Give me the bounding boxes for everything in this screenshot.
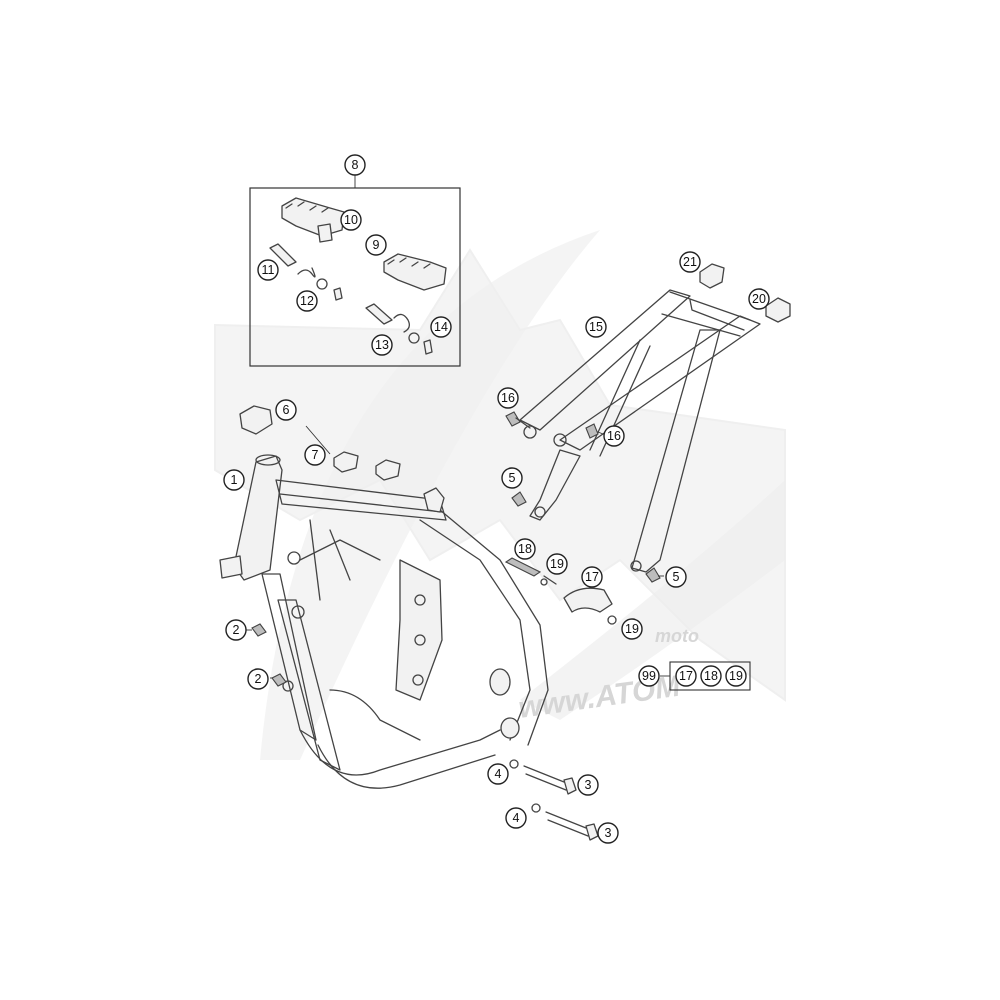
svg-text:4: 4 [513, 811, 520, 825]
svg-text:16: 16 [501, 391, 515, 405]
svg-text:99: 99 [642, 669, 656, 683]
svg-text:11: 11 [262, 263, 275, 277]
callout-16-lower: 16 [603, 425, 625, 447]
rubber-block-part [333, 451, 359, 473]
callout-4-upper: 4 [487, 763, 509, 785]
svg-text:12: 12 [300, 294, 314, 308]
svg-text:18: 18 [704, 669, 718, 683]
callout-16-upper: 16 [497, 387, 519, 409]
svg-text:19: 19 [729, 669, 743, 683]
svg-text:21: 21 [683, 255, 697, 269]
callout-3-upper: 3 [577, 774, 599, 796]
callout-5-upper: 5 [501, 467, 523, 489]
callout-18: 18 [514, 538, 536, 560]
svg-text:13: 13 [375, 338, 389, 352]
kit-99-box [669, 661, 751, 691]
callout-1: 1 [223, 469, 245, 491]
callout-10: 10 [340, 209, 362, 231]
callout-20: 20 [748, 288, 770, 310]
svg-text:17: 17 [585, 570, 599, 584]
callout-99: 99 [638, 665, 660, 687]
callout-5-lower: 5 [665, 566, 687, 588]
footpeg-kit-box [249, 175, 461, 367]
svg-text:17: 17 [679, 669, 693, 683]
callout-11: 11 [257, 259, 279, 281]
swingarm-bolts [509, 759, 599, 841]
svg-text:20: 20 [752, 292, 766, 306]
svg-text:15: 15 [589, 320, 603, 334]
callout-17: 17 [581, 566, 603, 588]
svg-text:9: 9 [373, 238, 380, 252]
callout-2-upper: 2 [225, 619, 247, 641]
callout-19-lower: 19 [621, 618, 643, 640]
kit-item-19: 19 [725, 665, 747, 687]
svg-text:19: 19 [625, 622, 639, 636]
svg-text:7: 7 [312, 448, 319, 462]
subframe-bolts [505, 411, 661, 583]
callout-9: 9 [365, 234, 387, 256]
callout-13: 13 [371, 334, 393, 356]
svg-text:6: 6 [283, 403, 290, 417]
callout-15: 15 [585, 316, 607, 338]
svg-text:16: 16 [607, 429, 621, 443]
chain-guide-parts [504, 557, 617, 625]
callout-8: 8 [344, 154, 366, 176]
kit-item-17: 17 [675, 665, 697, 687]
nut-part-upper [251, 623, 267, 637]
svg-text:14: 14 [434, 320, 448, 334]
svg-text:18: 18 [518, 542, 532, 556]
main-frame [219, 454, 549, 789]
svg-text:5: 5 [509, 471, 516, 485]
rubber-block-part-2 [375, 459, 401, 481]
callout-2-lower: 2 [247, 668, 269, 690]
watermark-brand: moto [655, 626, 699, 646]
callout-14: 14 [430, 316, 452, 338]
callout-3-lower: 3 [597, 822, 619, 844]
watermark: moto www.ATOM [214, 230, 786, 760]
nut-part-lower [271, 673, 287, 687]
frame-protector-part [239, 405, 273, 435]
leader-lines [246, 425, 670, 679]
svg-text:19: 19 [550, 557, 564, 571]
svg-text:8: 8 [352, 158, 359, 172]
svg-text:4: 4 [495, 767, 502, 781]
svg-text:10: 10 [344, 213, 358, 227]
callout-12: 12 [296, 290, 318, 312]
svg-text:5: 5 [673, 570, 680, 584]
callout-21: 21 [679, 251, 701, 273]
svg-text:1: 1 [231, 473, 238, 487]
svg-text:3: 3 [585, 778, 592, 792]
callout-19-upper: 19 [546, 553, 568, 575]
kit-item-18: 18 [700, 665, 722, 687]
callout-7: 7 [304, 444, 326, 466]
svg-text:2: 2 [255, 672, 262, 686]
bump-stop-part-20 [765, 297, 791, 323]
callout-6: 6 [275, 399, 297, 421]
callout-4-lower: 4 [505, 807, 527, 829]
svg-text:2: 2 [233, 623, 240, 637]
svg-text:3: 3 [605, 826, 612, 840]
bump-stop-part-21 [699, 263, 725, 289]
